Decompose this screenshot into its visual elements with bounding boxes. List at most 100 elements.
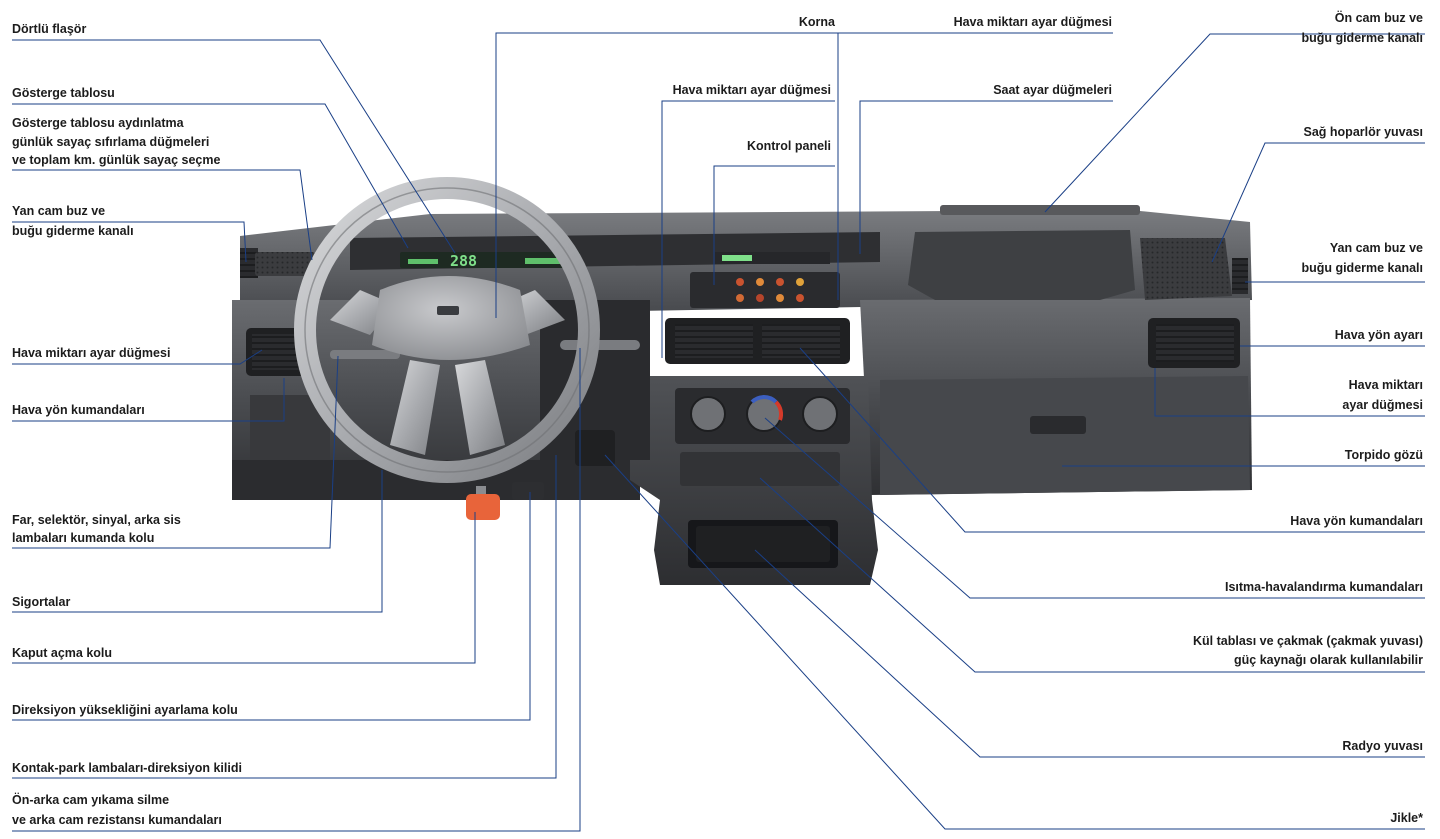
callout-line [12, 103, 409, 249]
callout-line [12, 348, 581, 832]
hot-scale [774, 400, 784, 421]
label-direksiyon-yukseklik: Direksiyon yüksekliğini ayarlama kolu [12, 703, 238, 717]
callout-line [12, 470, 383, 613]
label-jikle: Jikle* [1390, 811, 1423, 825]
warning-lights [736, 278, 804, 302]
label-kul-tablasi-2: güç kaynağı olarak kullanılabilir [1234, 653, 1423, 667]
clock-digits [722, 255, 752, 261]
callout-line [12, 355, 339, 549]
fuel-bar [525, 258, 575, 264]
label-isitma-havalandirma: Isıtma-havalandırma kumandaları [1225, 580, 1423, 594]
hood-release-stem [476, 486, 486, 496]
label-hava-yon-kumandalari-left: Hava yön kumandaları [12, 403, 145, 417]
light-stalk [330, 350, 400, 359]
label-radyo-yuvasi: Radyo yuvası [1342, 739, 1423, 753]
control-panel [690, 272, 840, 308]
left-side-vent-louvers [252, 334, 300, 370]
labels-right: Ön cam buz ve buğu giderme kanalı Sağ ho… [1193, 10, 1423, 825]
label-yan-cam-buz-right-1: Yan cam buz ve [1330, 241, 1423, 255]
callout-line [12, 39, 456, 254]
label-torpido-gozu: Torpido gözü [1345, 448, 1423, 462]
radio-slot-inner [696, 526, 830, 562]
label-hava-miktari-right-2: ayar düğmesi [1342, 398, 1423, 412]
label-yan-cam-buz-left-1: Yan cam buz ve [12, 204, 105, 218]
steering-spoke-bottom-left [390, 360, 440, 455]
horn-emblem [437, 306, 459, 315]
callout-line [12, 492, 531, 721]
dashboard-shelf [908, 230, 1135, 300]
callout-line [12, 221, 247, 263]
label-dortlu-flasor: Dörtlü flaşör [12, 22, 86, 36]
windshield-defrost-vent [940, 205, 1140, 215]
glove-box [880, 376, 1250, 495]
odometer-bar [408, 259, 438, 264]
label-hava-miktari-right-1: Hava miktarı [1349, 378, 1423, 392]
ignition-lock [575, 430, 615, 466]
callout-line [661, 100, 835, 358]
callout-line [1211, 142, 1425, 263]
callout-line [12, 378, 285, 422]
label-kontak: Kontak-park lambaları-direksiyon kilidi [12, 761, 242, 775]
label-gosterge-tablosu: Gösterge tablosu [12, 86, 115, 100]
label-on-cam-buz-1: Ön cam buz ve [1335, 10, 1423, 25]
callout-line [12, 512, 476, 664]
label-hava-yon-kumandalari-right: Hava yön kumandaları [1290, 514, 1423, 528]
callout-line [604, 454, 1425, 830]
label-hava-yon-ayari: Hava yön ayarı [1335, 328, 1423, 342]
callout-line [1044, 33, 1425, 213]
steering-spoke-bottom-right [455, 360, 505, 455]
callout-line [764, 417, 1425, 599]
heater-knob-left [690, 396, 726, 432]
callout-line [759, 477, 1425, 673]
label-gosterge-aydinlatma-3: ve toplam km. günlük sayaç seçme [12, 153, 220, 167]
label-yan-cam-buz-left-2: buğu giderme kanalı [12, 224, 134, 238]
labels-center: Korna Hava miktarı ayar düğmesi Kontrol … [673, 15, 1112, 153]
glove-box-latch [1030, 416, 1086, 434]
speed-readout: 288 [450, 252, 477, 270]
label-korna: Korna [799, 15, 836, 29]
label-kaput-acma: Kaput açma kolu [12, 646, 112, 660]
callout-line [799, 347, 1425, 533]
callout-line [754, 549, 1425, 758]
ashtray [680, 452, 840, 486]
label-kul-tablasi-1: Kül tablası ve çakmak (çakmak yuvası) [1193, 634, 1423, 648]
center-vent-right [762, 324, 840, 358]
center-vent-left [675, 324, 753, 358]
label-saat-ayar: Saat ayar düğmeleri [993, 83, 1112, 97]
label-hava-miktari-center: Hava miktarı ayar düğmesi [673, 83, 831, 97]
callout-lines [12, 32, 1425, 832]
label-gosterge-aydinlatma-2: günlük sayaç sıfırlama düğmeleri [12, 135, 209, 149]
label-sag-hoparlor: Sağ hoparlör yuvası [1304, 125, 1423, 139]
label-on-arka-cam-1: Ön-arka cam yıkama silme [12, 792, 169, 807]
right-side-defrost-vent [1232, 258, 1248, 294]
label-far-selektor-1: Far, selektör, sinyal, arka sis [12, 513, 181, 527]
label-gosterge-aydinlatma-1: Gösterge tablosu aydınlatma [12, 116, 185, 130]
right-side-vent-louvers [1156, 324, 1234, 362]
callout-line [12, 169, 313, 261]
heater-knob-right [802, 396, 838, 432]
left-side-defrost-vent [240, 248, 258, 278]
horn-pad [372, 276, 530, 360]
right-speaker-grille [1140, 238, 1232, 300]
label-yan-cam-buz-right-2: buğu giderme kanalı [1301, 261, 1423, 275]
cold-scale [750, 395, 778, 404]
dashboard-illustration: 288 [232, 177, 1252, 585]
label-hava-miktari-top: Hava miktarı ayar düğmesi [954, 15, 1112, 29]
label-sigortalar: Sigortalar [12, 595, 70, 609]
callout-line [713, 165, 835, 285]
label-kontrol-paneli: Kontrol paneli [747, 139, 831, 153]
label-far-selektor-2: lambaları kumanda kolu [12, 531, 154, 545]
wiper-stalk [560, 340, 640, 350]
steering-height-lever [512, 482, 544, 500]
labels-left: Dörtlü flaşör Gösterge tablosu Gösterge … [12, 22, 242, 827]
label-on-arka-cam-2: ve arka cam rezistansı kumandaları [12, 813, 222, 827]
callout-line [859, 100, 1113, 254]
callout-line [495, 32, 840, 318]
label-on-cam-buz-2: buğu giderme kanalı [1301, 31, 1423, 45]
label-hava-miktari-left: Hava miktarı ayar düğmesi [12, 346, 170, 360]
callout-line [837, 32, 1113, 300]
callout-line [12, 455, 557, 779]
callout-line [12, 349, 263, 365]
left-speaker-grille [255, 252, 315, 276]
